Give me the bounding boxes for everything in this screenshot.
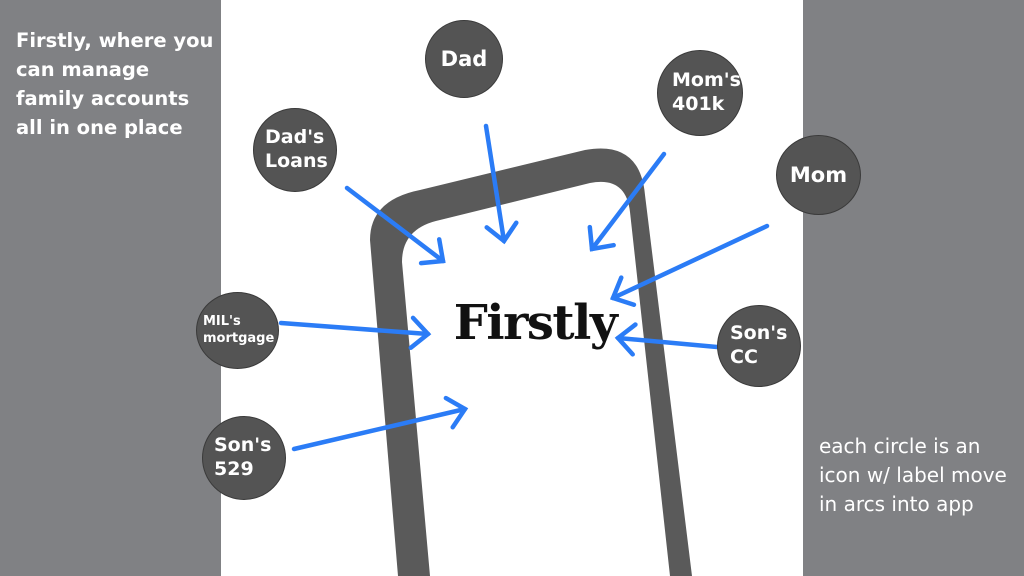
dads-loans-account-icon: Dad's Loans bbox=[253, 108, 337, 192]
brand-wordmark: Firstly bbox=[453, 295, 618, 351]
right-side-panel bbox=[803, 0, 1024, 576]
sons-529-arrow bbox=[291, 395, 469, 452]
dads-loans-arrow bbox=[344, 185, 446, 266]
animation-note: each circle is an icon w/ label move in … bbox=[819, 434, 1007, 516]
mom-label: Mom bbox=[789, 162, 848, 187]
mils-mortgage-label: MIL's mortgage bbox=[203, 314, 275, 346]
dad-label: Dad bbox=[440, 46, 488, 71]
sons-529-account-icon: Son's 529 bbox=[202, 416, 286, 500]
left-side-panel bbox=[0, 0, 221, 576]
sons-529-label: Son's 529 bbox=[214, 434, 272, 480]
mom-account-icon: Mom bbox=[776, 135, 861, 215]
sons-cc-account-icon: Son's CC bbox=[717, 305, 801, 387]
moms-401k-account-icon: Mom's 401k bbox=[657, 50, 743, 136]
moms-401k-label: Mom's 401k bbox=[672, 69, 741, 115]
dads-loans-label: Dad's Loans bbox=[265, 126, 328, 172]
dad-arrow bbox=[483, 123, 519, 245]
moms-401k-arrow bbox=[587, 151, 667, 252]
arrow-group bbox=[278, 123, 770, 452]
mom-arrow bbox=[610, 223, 770, 307]
mils-mortgage-arrow bbox=[278, 315, 432, 350]
mils-mortgage-account-icon: MIL's mortgage bbox=[196, 292, 279, 369]
dad-account-icon: Dad bbox=[425, 20, 503, 98]
sons-cc-label: Son's CC bbox=[730, 322, 788, 368]
phone-frame bbox=[370, 148, 692, 576]
sons-cc-arrow bbox=[614, 322, 720, 357]
intro-caption: Firstly, where you can manage family acc… bbox=[16, 29, 214, 139]
